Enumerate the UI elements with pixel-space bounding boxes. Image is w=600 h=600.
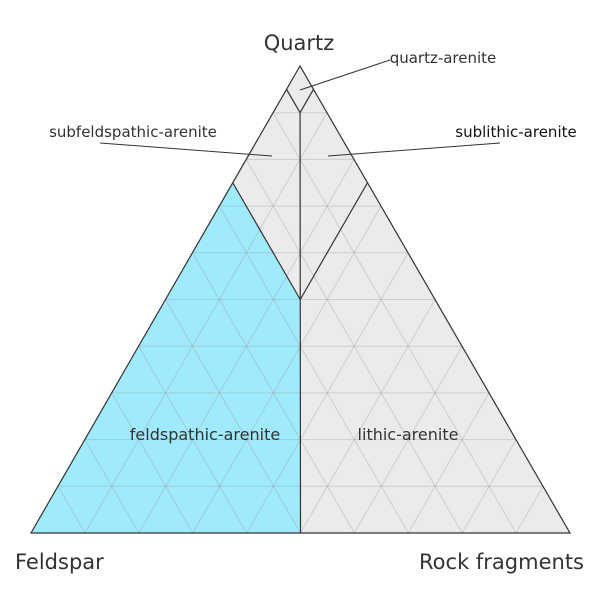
grid-line-rock (246, 252, 409, 534)
grid-line-rock (300, 299, 436, 534)
grid-line-rock (353, 345, 463, 534)
vertex-label-rock-fragments: Rock fragments (419, 550, 584, 574)
sublithic-boundary (299, 182, 369, 300)
grid-line-feldspar (84, 439, 140, 534)
region-label-lithic-arenite: lithic-arenite (358, 425, 459, 444)
subfeldspathic-arenite-leader (99, 142, 273, 157)
grid-line-feldspar (165, 299, 301, 534)
grid-line-feldspar (272, 112, 517, 534)
grid-line-rock (515, 486, 544, 534)
subfeldspathic-boundary (232, 182, 301, 300)
region-label-sublithic-arenite: sublithic-arenite (455, 123, 576, 141)
grid-line-feldspar (191, 252, 355, 534)
grid-line-rock (84, 112, 328, 534)
vertex-label-feldspar: Feldspar (15, 550, 104, 574)
vertex-label-quartz: Quartz (264, 31, 335, 55)
feldspathic-arenite-region (31, 182, 301, 533)
grid-line-feldspar (245, 159, 463, 534)
grid-line-rock (138, 159, 355, 534)
region-boundaries (232, 89, 369, 534)
sublithic-arenite-leader (327, 142, 501, 157)
grid-line-rock (407, 392, 490, 534)
grid-line-feldspar (111, 392, 194, 534)
grid-line-feldspar (138, 345, 248, 534)
quartz-arenite-leader (299, 59, 391, 91)
grid-line-feldspar (57, 486, 86, 534)
region-label-quartz-arenite: quartz-arenite (390, 49, 497, 67)
grid-line-rock (192, 205, 382, 534)
quartz-arenite-boundary-right (299, 89, 315, 113)
triangle-outline (29, 64, 572, 534)
region-label-subfeldspathic-arenite: subfeldspathic-arenite (49, 123, 217, 141)
quartz-arenite-boundary-left (286, 89, 301, 114)
grid-line-rock (461, 439, 517, 534)
region-label-feldspathic-arenite: feldspathic-arenite (130, 425, 280, 444)
grid-line-feldspar (218, 205, 409, 534)
